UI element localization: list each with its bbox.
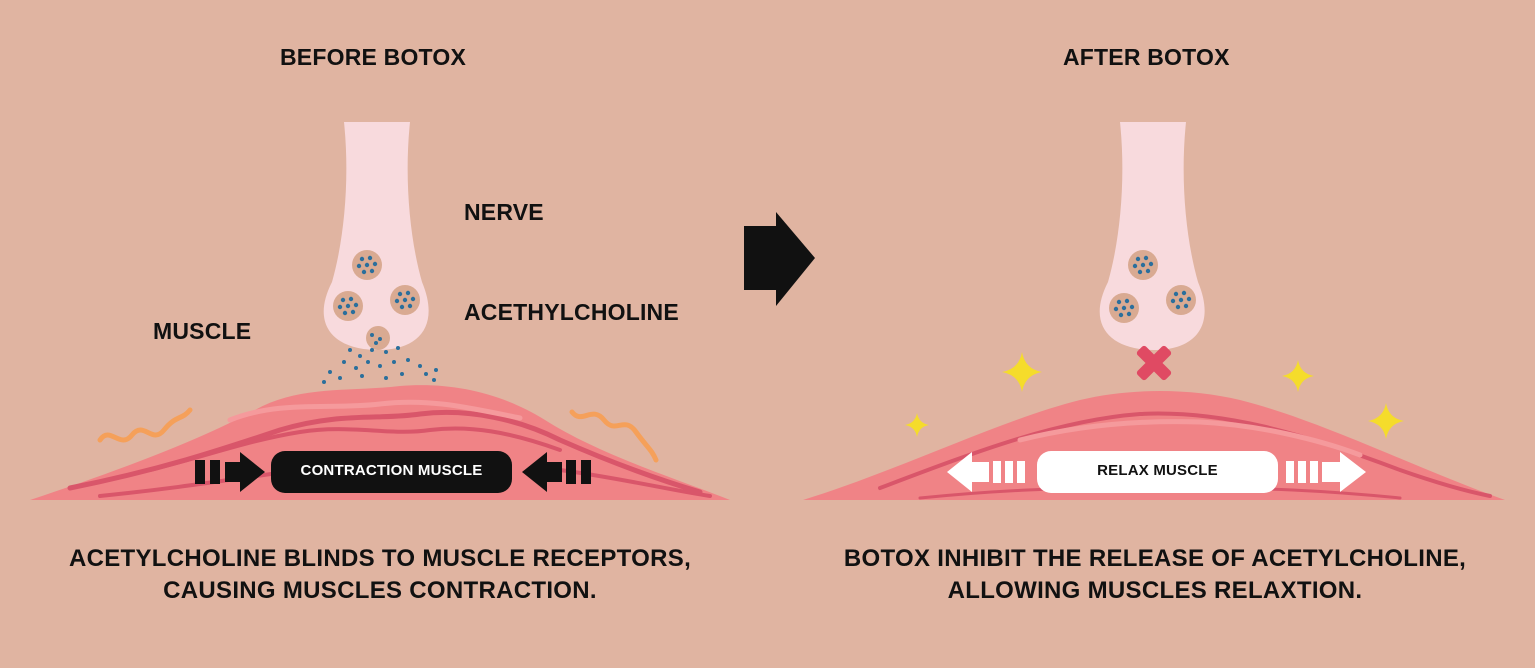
vesicle-icon (1166, 285, 1196, 315)
vesicle-icon (390, 285, 420, 315)
sparkle-icon (1282, 360, 1314, 392)
after-caption-line1: BOTOX INHIBIT THE RELEASE OF ACETYLCHOLI… (843, 545, 1467, 572)
vesicle-icon (1109, 293, 1139, 323)
vesicle-icon (333, 291, 363, 321)
outward-arrow-icon (1322, 452, 1366, 492)
sparkle-icon (905, 413, 929, 437)
acetylcholine-label: ACETHYLCHOLINE (464, 299, 679, 325)
released-acetylcholine-dots (322, 333, 438, 384)
contraction-indicator (195, 451, 591, 493)
vesicle-icon (1128, 250, 1158, 280)
muscle-label: MUSCLE (153, 318, 252, 344)
sparkle-icon (1002, 352, 1042, 392)
before-caption-line1: ACETYLCHOLINE BLINDS TO MUSCLE RECEPTORS… (68, 545, 692, 572)
inward-arrow-icon (522, 452, 562, 492)
relax-muscle-label: RELAX MUSCLE (1097, 462, 1218, 479)
outward-arrow-icon (947, 452, 989, 492)
before-caption: ACETYLCHOLINE BLINDS TO MUSCLE RECEPTORS… (20, 543, 740, 607)
after-title: AFTER BOTOX (1063, 44, 1230, 70)
relax-indicator (947, 451, 1366, 493)
inward-arrow-icon (225, 452, 265, 492)
nerve-label: NERVE (464, 199, 544, 225)
right-squiggle (569, 409, 659, 463)
contraction-muscle-label: CONTRACTION MUSCLE (300, 462, 483, 479)
x-mark-icon (1136, 345, 1172, 381)
before-title: BEFORE BOTOX (280, 44, 466, 70)
after-caption-line2: ALLOWING MUSCLES RELAXTION. (947, 577, 1363, 604)
after-caption: BOTOX INHIBIT THE RELEASE OF ACETYLCHOLI… (795, 543, 1515, 607)
vesicle-icon (352, 250, 382, 280)
left-squiggle (97, 407, 193, 443)
sparkle-icon (1368, 403, 1404, 439)
right-arrow-icon (744, 212, 815, 306)
before-caption-line2: CAUSING MUSCLES CONTRACTION. (163, 577, 597, 604)
